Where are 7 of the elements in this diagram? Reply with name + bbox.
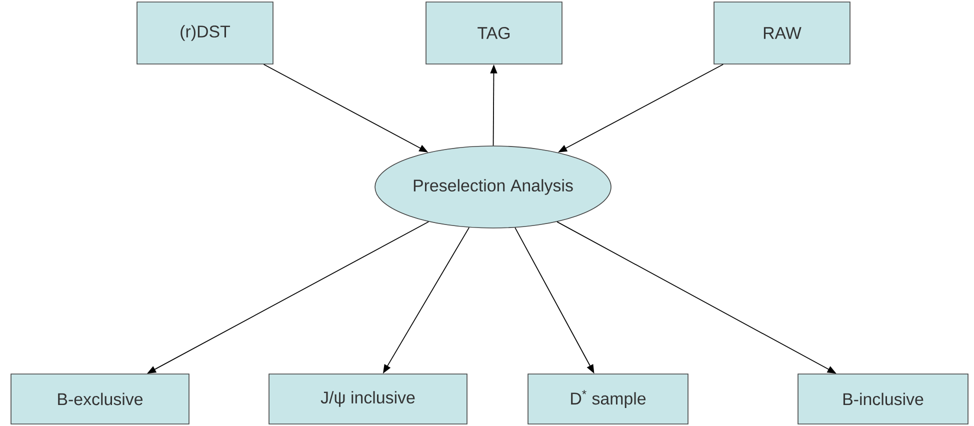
process-box: B-exclusive — [10, 374, 190, 424]
process-box: RAW — [714, 2, 850, 64]
process-box: (r)DST — [136, 2, 274, 64]
process-box: J/ψ inclusive — [268, 374, 468, 424]
process-box: D$^{*}$ sample — [528, 374, 688, 424]
process-box: TAG — [426, 2, 562, 64]
process-box: B-inclusive — [798, 374, 968, 424]
